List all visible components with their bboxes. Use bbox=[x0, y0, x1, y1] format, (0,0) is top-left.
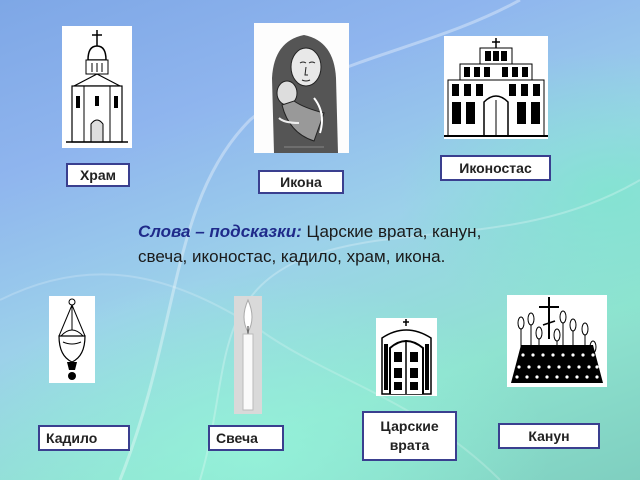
label-tsarskie-vrata[interactable]: Царские врата bbox=[362, 411, 457, 461]
label-kanun-text: Канун bbox=[528, 428, 570, 444]
hint-text: Слова – подсказки: Царские врата, канун,… bbox=[138, 219, 508, 269]
label-kanun[interactable]: Канун bbox=[498, 423, 600, 449]
kanun-icon bbox=[507, 295, 607, 387]
label-ikonostas[interactable]: Иконостас bbox=[440, 155, 551, 181]
label-ikona[interactable]: Икона bbox=[258, 170, 344, 194]
label-hram-text: Храм bbox=[79, 167, 117, 183]
icon-painting-icon bbox=[254, 23, 349, 153]
censer-icon bbox=[49, 296, 95, 383]
candle-icon bbox=[234, 296, 262, 414]
label-svecha-text: Свеча bbox=[216, 430, 258, 446]
label-ikonostas-text: Иконостас bbox=[459, 160, 532, 176]
label-ikona-text: Икона bbox=[280, 174, 322, 190]
label-tsarskie-line1: Царские bbox=[380, 418, 439, 434]
royal-doors-icon bbox=[376, 318, 437, 396]
label-svecha[interactable]: Свеча bbox=[208, 425, 284, 451]
label-hram[interactable]: Храм bbox=[66, 163, 130, 187]
label-kadilo[interactable]: Кадило bbox=[38, 425, 130, 451]
hint-lead: Слова – подсказки: bbox=[138, 222, 302, 241]
label-kadilo-text: Кадило bbox=[46, 430, 98, 446]
label-tsarskie-line2: врата bbox=[389, 437, 430, 453]
iconostasis-icon bbox=[444, 36, 548, 139]
hint-words: Царские врата, канун, свеча, иконостас, … bbox=[138, 222, 482, 266]
church-icon bbox=[62, 26, 132, 148]
